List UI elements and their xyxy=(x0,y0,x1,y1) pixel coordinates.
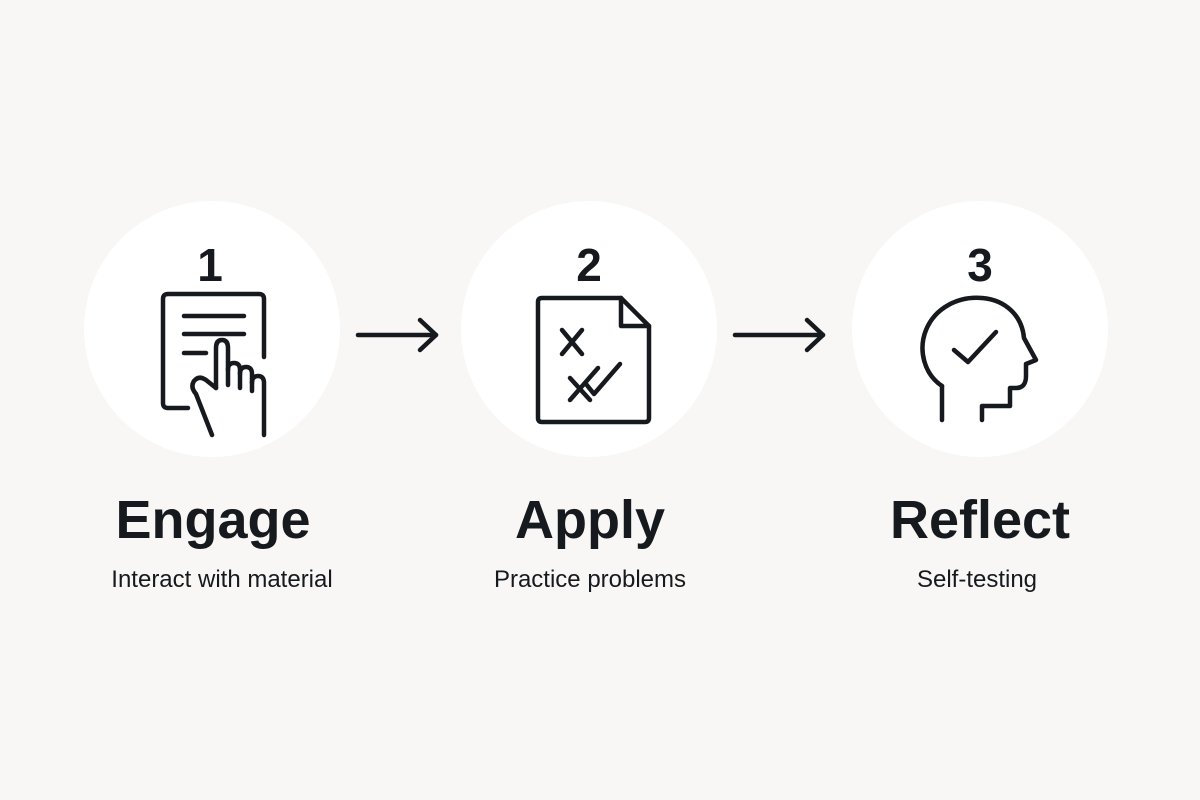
step-2-description: Practice problems xyxy=(493,566,687,593)
step-1-number: 1 xyxy=(197,239,223,291)
step-1-circle xyxy=(84,201,340,457)
step-2-title: Apply xyxy=(514,490,665,550)
step-1-description: Interact with material xyxy=(111,566,333,593)
step-2-circle xyxy=(461,201,717,457)
head-check-icon xyxy=(912,290,1052,430)
right-arrow-icon xyxy=(354,315,444,355)
step-2-number: 2 xyxy=(576,239,602,291)
step-1-title: Engage xyxy=(115,490,311,550)
document-checklist-icon xyxy=(528,290,658,430)
step-3-number: 3 xyxy=(967,239,993,291)
document-tap-icon xyxy=(150,285,280,440)
step-3-title: Reflect xyxy=(889,490,1071,550)
step-3-description: Self-testing xyxy=(916,566,1038,593)
right-arrow-icon xyxy=(731,315,831,355)
